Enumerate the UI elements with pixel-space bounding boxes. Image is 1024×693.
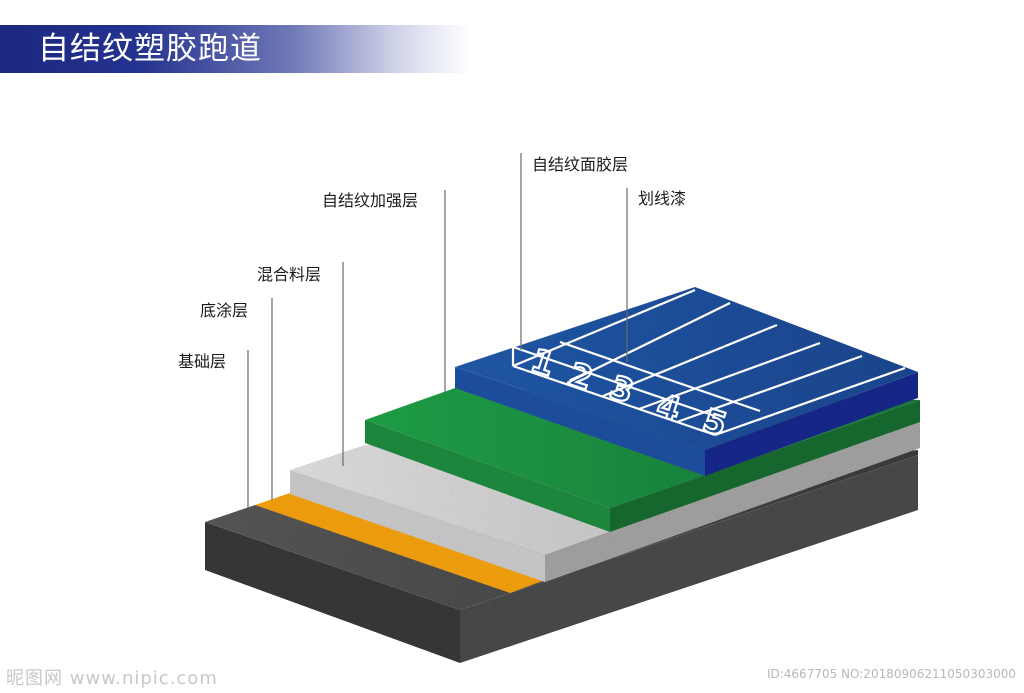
layer-surface-top (455, 287, 918, 450)
layer-surface-front (455, 367, 705, 476)
lane-lines (511, 288, 906, 437)
start-line-bottom (512, 364, 716, 437)
label-surface: 自结纹面胶层 (532, 155, 628, 174)
leader-lines (247, 153, 628, 508)
layer-labels: 基础层 底涂层 混合料层 自结纹加强层 自结纹面胶层 划线漆 (178, 155, 686, 371)
layer-primer-top (255, 493, 545, 593)
layer-mix-front (290, 470, 545, 582)
lane-line-6 (714, 366, 906, 437)
lane-line-2 (566, 302, 731, 384)
watermark-right: ID:4667705 NO:20180906211050303000 (766, 667, 1016, 681)
label-primer: 底涂层 (200, 301, 248, 320)
layer-surface-side (705, 372, 918, 476)
label-reinforce: 自结纹加强层 (322, 191, 418, 210)
label-base: 基础层 (178, 352, 226, 371)
layer-mix-side (545, 420, 920, 582)
lane-line-4 (638, 341, 821, 411)
layer-base-side (460, 455, 918, 663)
label-lines: 划线漆 (638, 189, 686, 208)
lane-line-1 (512, 288, 696, 368)
finish-line (559, 340, 761, 413)
layer-base-front (205, 522, 460, 663)
watermark-left: 昵图网 www.nipic.com (6, 668, 218, 689)
layer-reinforce-front (365, 420, 610, 532)
lane-line-3 (602, 323, 778, 398)
lane-line-5 (676, 354, 863, 424)
layer-surface (455, 287, 918, 476)
layer-primer (255, 493, 545, 593)
label-mix: 混合料层 (257, 265, 321, 284)
header-band (0, 25, 470, 73)
page-title: 自结纹塑胶跑道 (38, 31, 262, 67)
layer-reinforce-side (610, 400, 920, 532)
start-line-inner (512, 345, 716, 418)
